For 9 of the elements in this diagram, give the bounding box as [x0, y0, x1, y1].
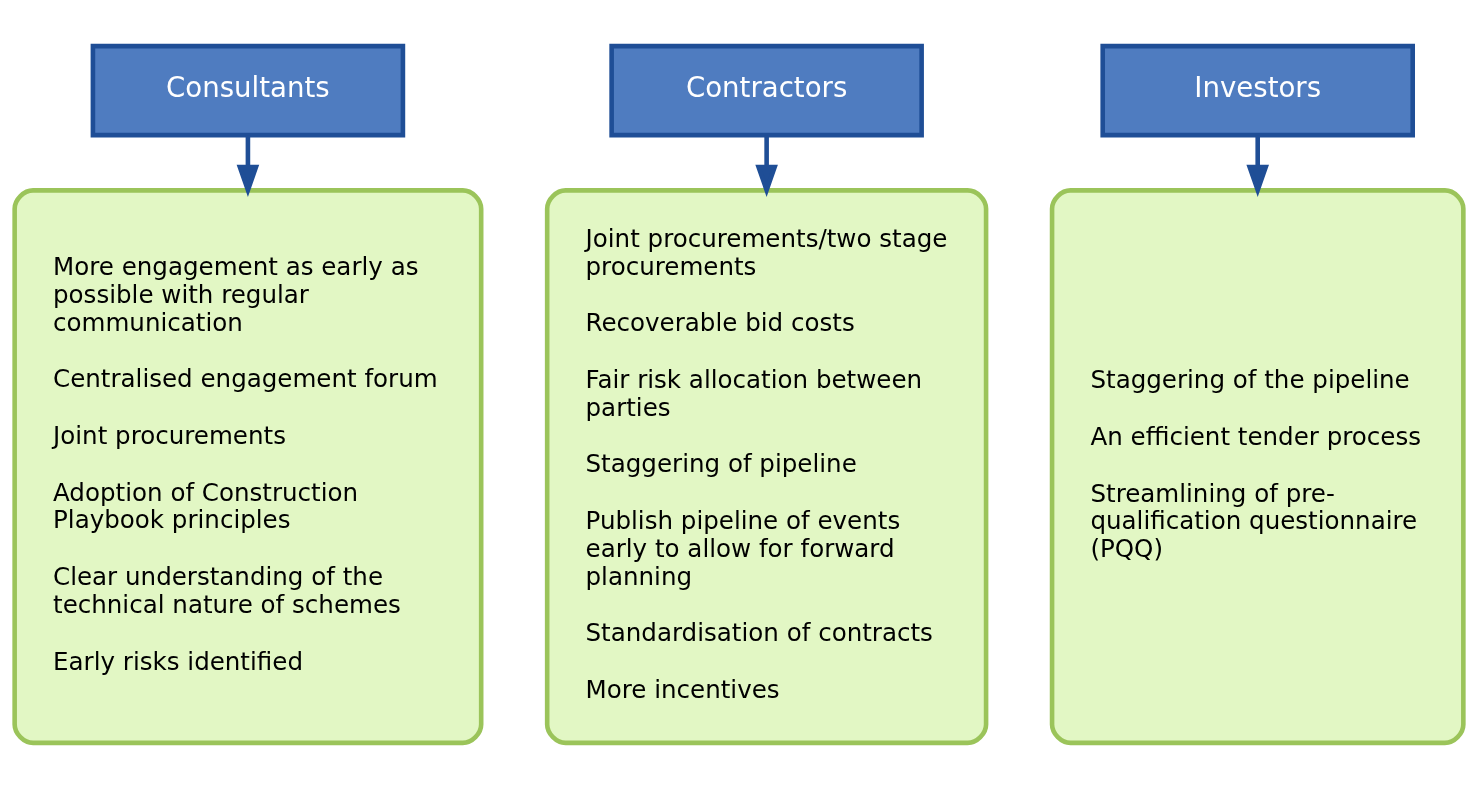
node-box: Staggering of the pipeline An efficient tender process Streamlining of pre-qualification questionnaire (PQQ) — [1049, 188, 1466, 746]
arrow — [1246, 135, 1269, 198]
arrow — [755, 135, 778, 198]
arrow — [236, 135, 260, 198]
node-box: Consultants — [90, 43, 406, 138]
node-box: Contractors — [609, 43, 924, 138]
node-box: Investors — [1100, 43, 1415, 138]
node-box: Joint procurements/two stage procurements Recoverable bid costs Fair risk allocation between parties Staggering of pipeline Publish pipeline of events early to allow for forward planning Standardisation of contracts More incentives — [544, 188, 989, 746]
node-box: More engagement as early as possible with regular communication Centralised engagement forum Joint procurements Adoption of Construction Playbook principles Clear understanding of the technical nature of schemes Early risks identified — [12, 188, 484, 746]
